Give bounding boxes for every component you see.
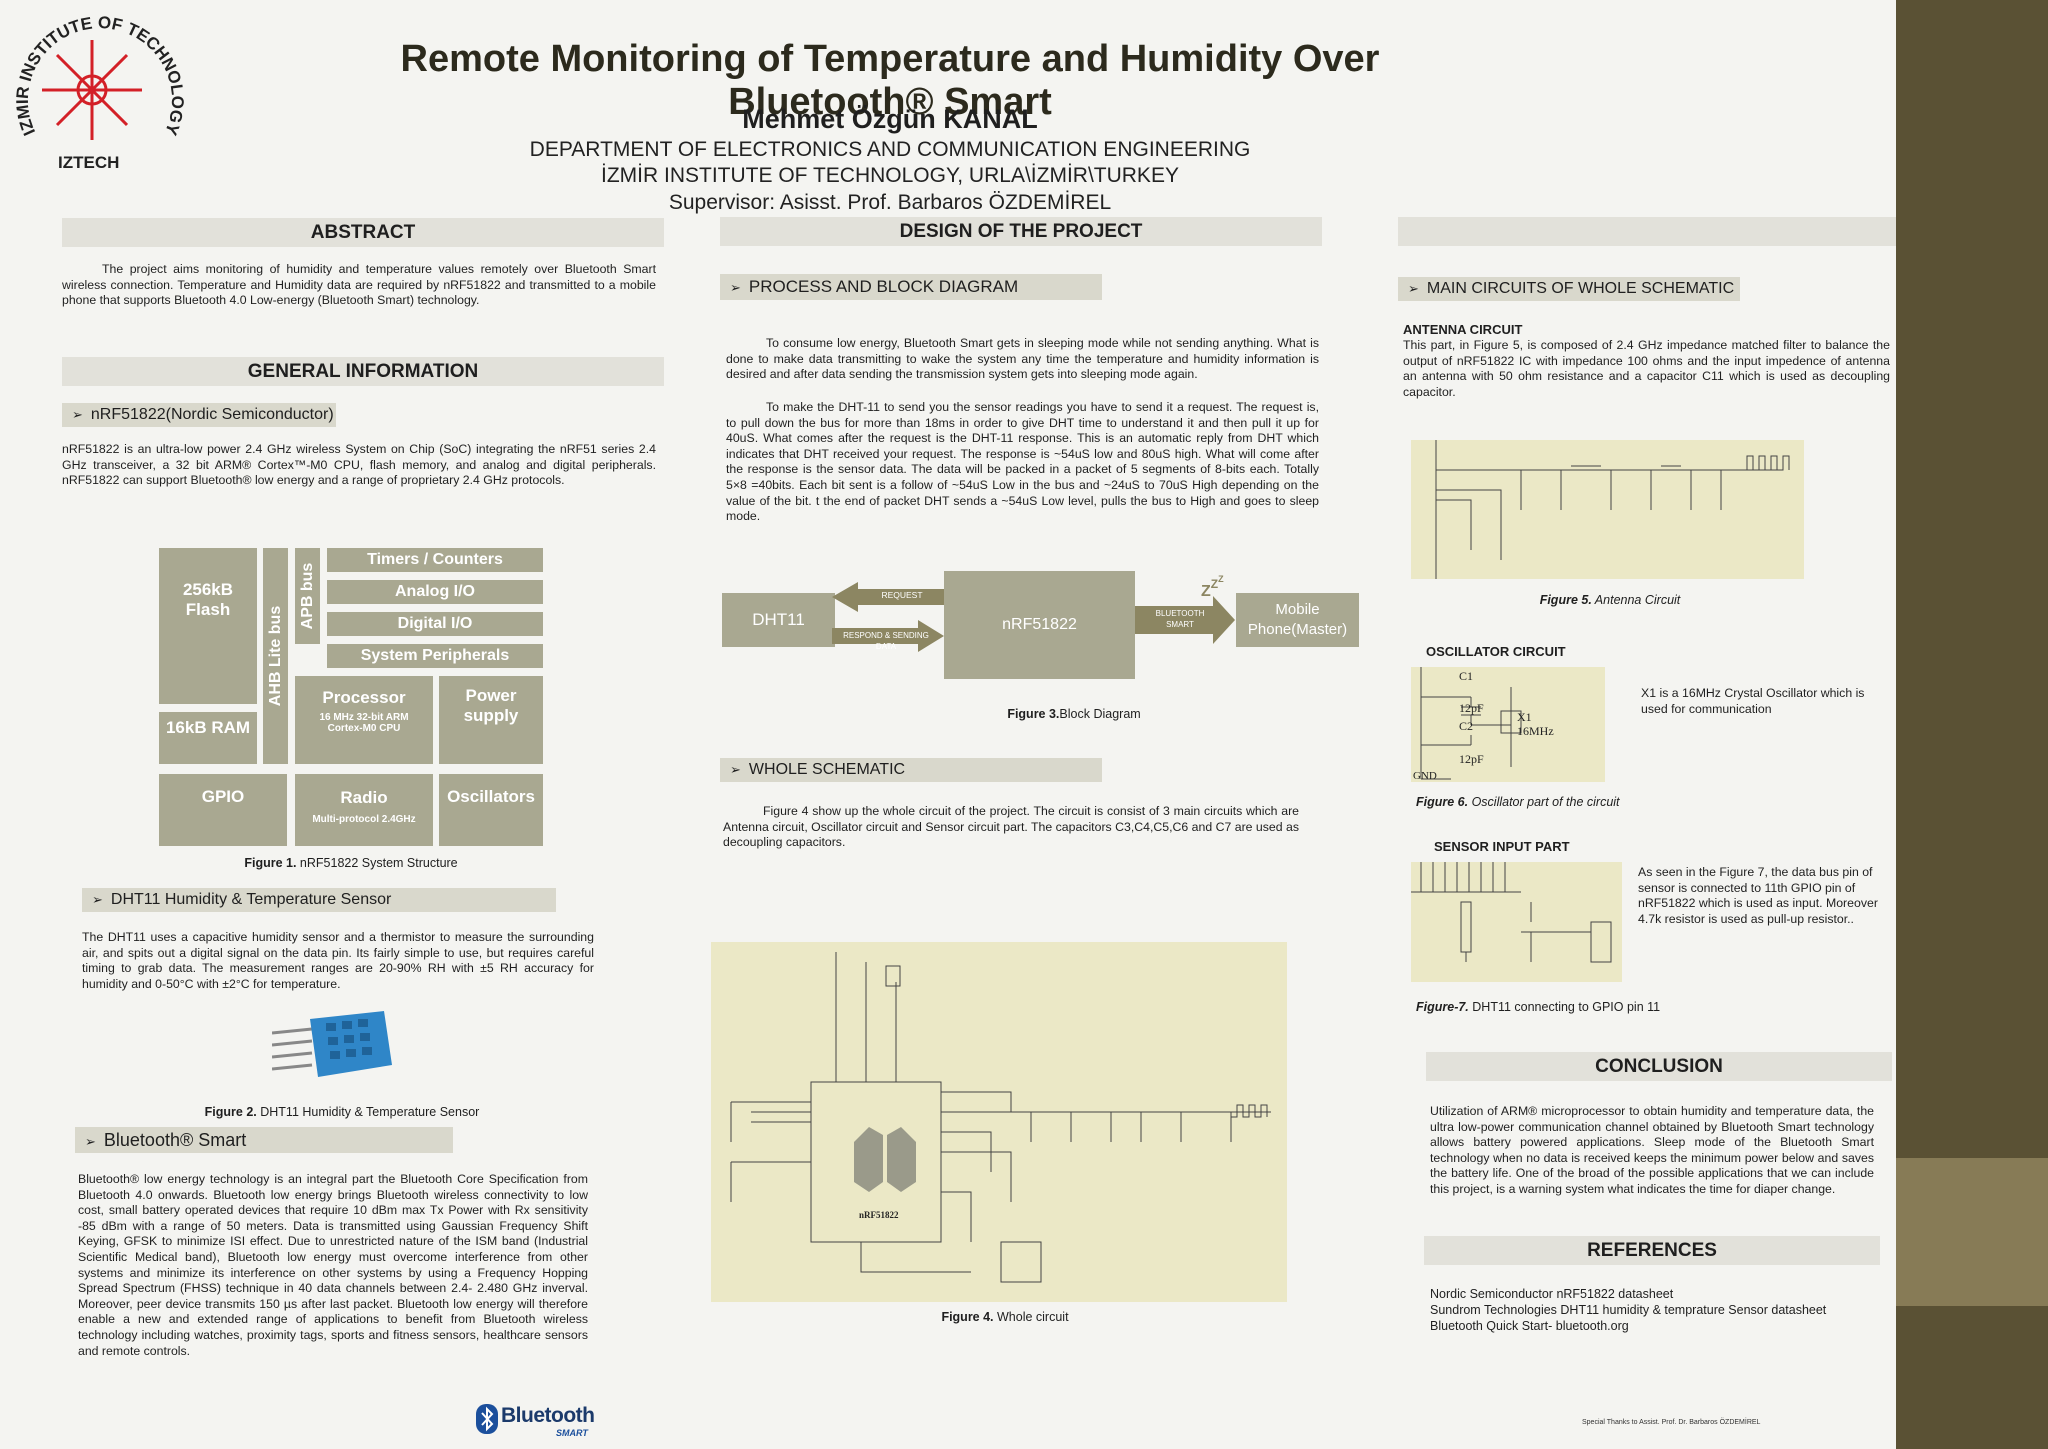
supervisor: Supervisor: Asisst. Prof. Barbaros ÖZDEM… [668, 191, 1112, 214]
figure-3-caption: Figure 3.Block Diagram [1007, 707, 1141, 721]
timers-block: Timers / Counters [327, 548, 543, 572]
oscillator-heading: OSCILLATOR CIRCUIT [1426, 644, 1566, 659]
process-text-1: To consume low energy, Bluetooth Smart g… [726, 336, 1319, 382]
sensor-input-text: As seen in the Figure 7, the data bus pi… [1638, 865, 1878, 926]
arrow-right-icon: ➢ [85, 1134, 96, 1149]
dht-subheading: ➢DHT11 Humidity & Temperature Sensor [82, 888, 556, 912]
arrow-right-icon: ➢ [730, 762, 741, 777]
antenna-heading: ANTENNA CIRCUIT [1403, 322, 1523, 337]
nrf-text: nRF51822 is an ultra-low power 2.4 GHz w… [62, 442, 656, 488]
figure-6-caption: Figure 6. Oscillator part of the circuit [1416, 795, 1620, 809]
conclusion-heading: CONCLUSION [1426, 1052, 1892, 1081]
figure-5-caption: Figure 5. Antenna Circuit [1539, 593, 1681, 607]
svg-text:16MHz: 16MHz [1517, 724, 1554, 738]
whole-schematic-text: Figure 4 show up the whole circuit of th… [723, 804, 1299, 850]
figure-2-caption: Figure 2. DHT11 Humidity & Temperature S… [204, 1105, 480, 1119]
gpio-block: GPIO [159, 774, 287, 846]
radio-block: Radio Multi-protocol 2.4GHz [295, 774, 433, 846]
oscillator-circuit-schematic: C1 12pF C2 12pF X1 16MHz GND [1411, 667, 1605, 782]
whole-circuit-schematic: nRF51822 [711, 942, 1287, 1302]
nrf-subheading: ➢nRF51822(Nordic Semiconductor) [62, 403, 336, 427]
sensor-input-drawing [1411, 862, 1612, 963]
bluetooth-smart-label: BLUETOOTH SMART [1155, 609, 1205, 629]
iztech-logo-icon: IZMIR INSTITUTE OF TECHNOLOGY [13, 13, 187, 140]
svg-text:12pF: 12pF [1459, 752, 1484, 766]
antenna-text: This part, in Figure 5, is composed of 2… [1403, 338, 1890, 399]
figure-7-caption: Figure-7. DHT11 connecting to GPIO pin 1… [1416, 1000, 1661, 1014]
sidebar-band [1896, 1158, 2048, 1306]
processor-block: Processor 16 MHz 32-bit ARM Cortex-M0 CP… [295, 676, 433, 764]
nrf51822-block: nRF51822 [944, 571, 1135, 679]
special-thanks: Special Thanks to Assist. Prof. Dr. Barb… [1582, 1419, 1761, 1426]
bluetooth-text: Bluetooth® low energy technology is an i… [78, 1172, 588, 1358]
design-heading: DESIGN OF THE PROJECT [720, 217, 1322, 246]
arrow-right-icon: ➢ [92, 892, 103, 907]
general-info-heading: GENERAL INFORMATION [62, 357, 664, 386]
dht-text: The DHT11 uses a capacitive humidity sen… [82, 930, 594, 991]
oscillators-block: Oscillators [439, 774, 543, 846]
abstract-text: The project aims monitoring of humidity … [62, 262, 656, 308]
poster-title: Remote Monitoring of Temperature and Hum… [400, 38, 1380, 123]
respond-label: RESPOND & SENDING DATA [843, 631, 929, 651]
ram-block: 16kB RAM [159, 712, 257, 764]
logo-label: IZTECH [58, 153, 120, 172]
reference-item: Nordic Semiconductor nRF51822 datasheet [1430, 1287, 1674, 1301]
whole-circuit-drawing: nRF51822 [730, 952, 1271, 1283]
sleep-icon: ZZZ [1201, 574, 1224, 600]
abstract-heading: ABSTRACT [62, 218, 664, 247]
svg-text:X1: X1 [1517, 710, 1532, 724]
right-heading-bar [1398, 217, 1896, 246]
conclusion-text: Utilization of ARM® microprocessor to ob… [1430, 1104, 1874, 1196]
author-name: Mehmet Özgün KANAL [742, 104, 1038, 134]
sensor-input-heading: SENSOR INPUT PART [1434, 839, 1570, 854]
svg-text:C2: C2 [1459, 719, 1473, 733]
institute: İZMİR INSTITUTE OF TECHNOLOGY, URLA\İZMİ… [601, 164, 1179, 187]
iztech-logo: IZMIR INSTITUTE OF TECHNOLOGY [0, 0, 200, 180]
analog-io-block: Analog I/O [327, 580, 543, 604]
block-arrows [832, 582, 944, 652]
process-text-2: To make the DHT-11 to send you the senso… [726, 400, 1319, 524]
main-circuits-subheading: ➢MAIN CIRCUITS OF WHOLE SCHEMATIC [1398, 277, 1740, 301]
antenna-circuit-drawing [1435, 440, 1790, 579]
ahb-bus: AHB Lite bus [263, 548, 288, 764]
process-subheading: ➢PROCESS AND BLOCK DIAGRAM [720, 274, 1102, 300]
mobile-phone-block: Mobile Phone(Master) [1236, 593, 1359, 647]
reference-item: Bluetooth Quick Start- bluetooth.org [1430, 1319, 1629, 1333]
bluetooth-icon [476, 1404, 498, 1434]
dht11-sensor-image [271, 1005, 402, 1085]
arrow-right-icon: ➢ [72, 407, 83, 422]
bluetooth-smart-logo: Bluetooth SMART [476, 1402, 596, 1442]
arrow-right-icon: ➢ [1408, 281, 1419, 296]
sensor-input-schematic [1411, 862, 1622, 982]
svg-text:12pF: 12pF [1459, 701, 1484, 715]
bluetooth-smart-arrow [1135, 596, 1235, 644]
references-list: Nordic Semiconductor nRF51822 datasheet … [1430, 1286, 1826, 1334]
request-label: REQUEST [881, 590, 923, 600]
svg-text:IZMIR INSTITUTE OF TECHNOLOGY: IZMIR INSTITUTE OF TECHNOLOGY [13, 13, 187, 139]
oscillator-text: X1 is a 16MHz Crystal Oscillator which i… [1641, 686, 1865, 716]
flash-block: 256kB Flash [159, 548, 257, 704]
oscillator-circuit-drawing: C1 12pF C2 12pF X1 16MHz GND [1413, 667, 1554, 782]
apb-bus: APB bus [295, 548, 320, 644]
references-heading: REFERENCES [1424, 1236, 1880, 1265]
reference-item: Sundrom Technologies DHT11 humidity & te… [1430, 1303, 1827, 1317]
dht11-sensor-icon [271, 1011, 392, 1077]
arrow-right-icon: ➢ [730, 280, 741, 295]
power-supply-block: Power supply [439, 676, 543, 764]
svg-text:GND: GND [1413, 770, 1437, 782]
dht11-block: DHT11 [722, 593, 835, 647]
digital-io-block: Digital I/O [327, 612, 543, 636]
system-peripherals-block: System Peripherals [327, 644, 543, 668]
bluetooth-subheading: ➢Bluetooth® Smart [75, 1127, 453, 1153]
figure-4-caption: Figure 4. Whole circuit [941, 1310, 1069, 1324]
antenna-circuit-schematic [1411, 440, 1804, 579]
whole-schematic-subheading: ➢WHOLE SCHEMATIC [720, 758, 1102, 782]
department: DEPARTMENT OF ELECTRONICS AND COMMUNICAT… [529, 138, 1251, 161]
svg-text:nRF51822: nRF51822 [859, 1210, 899, 1220]
figure-1-caption: Figure 1. nRF51822 System Structure [244, 856, 458, 870]
svg-text:C1: C1 [1459, 669, 1473, 683]
